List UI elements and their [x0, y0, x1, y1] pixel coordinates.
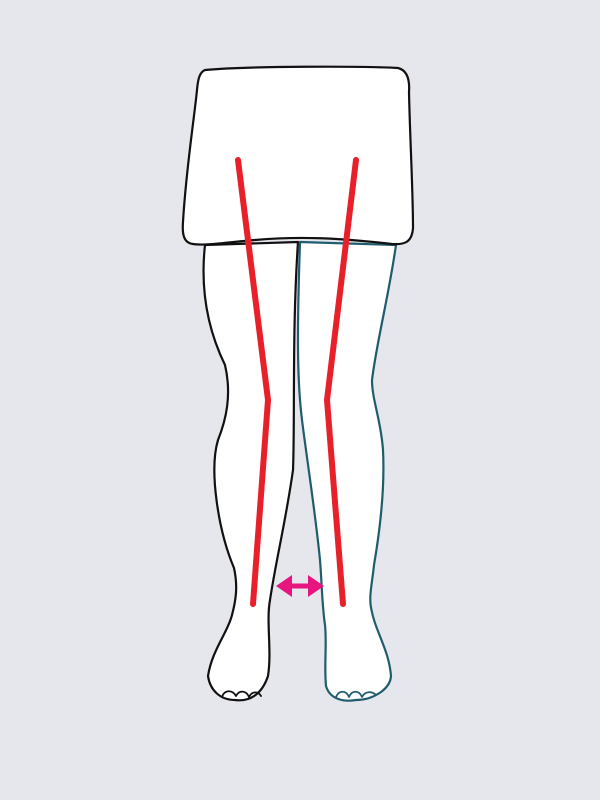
knee-ankle-gap-arrow [276, 575, 324, 597]
skirt-shape [181, 65, 415, 246]
right-toes [335, 690, 377, 698]
left-leg-outline [202, 240, 300, 702]
right-leg-alignment-line [324, 157, 359, 607]
left-toes [221, 690, 262, 698]
right-leg-outline [296, 240, 398, 702]
double-arrow-right-head [308, 575, 324, 597]
double-arrow-left-head [276, 575, 292, 597]
left-leg-alignment-line [235, 157, 271, 607]
